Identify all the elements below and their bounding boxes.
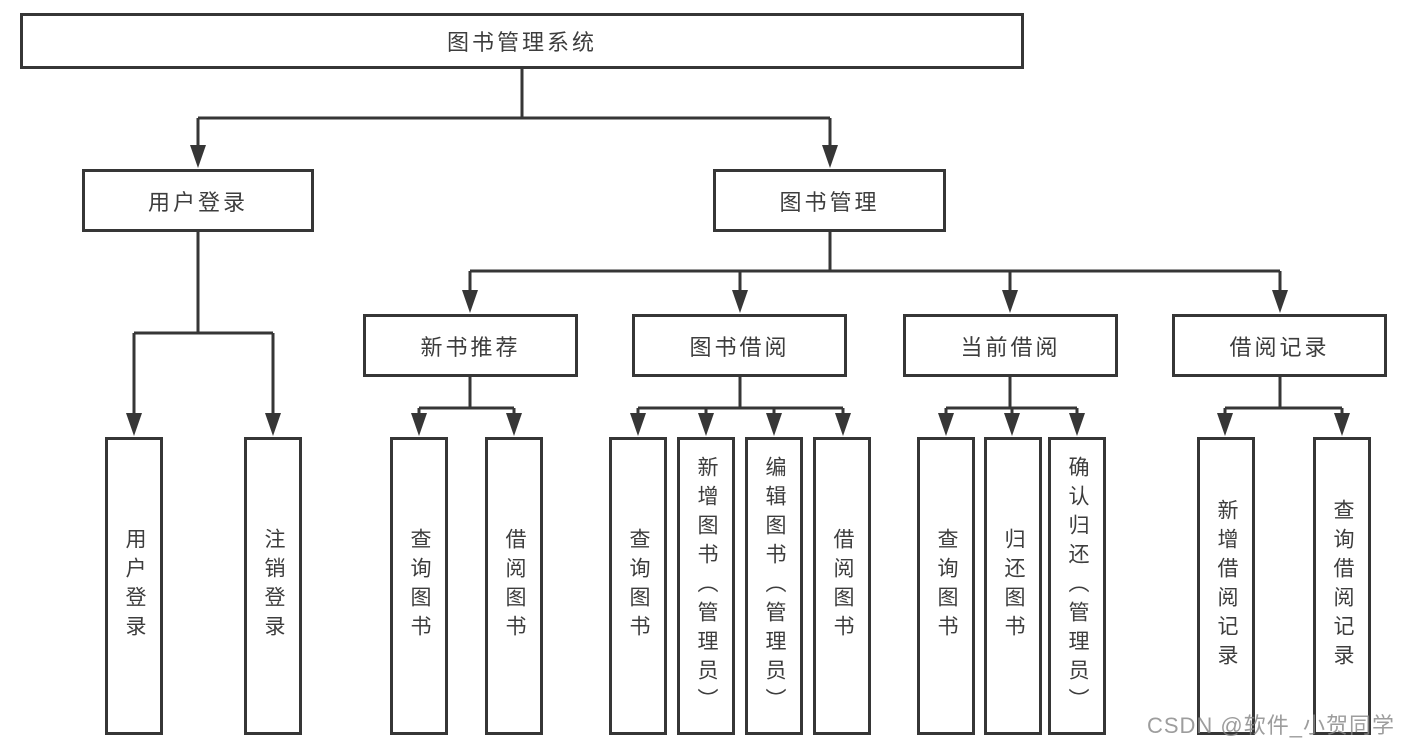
leaf-user-login: 用户登录 (105, 437, 163, 735)
node-book-management: 图书管理 (713, 169, 946, 232)
leaf-confirm-return-admin: 确认归还（管理员） (1048, 437, 1106, 735)
connector-paths (132, 69, 1344, 420)
leaf-borrow-books-2: 借阅图书 (813, 437, 871, 735)
leaf-edit-books-admin: 编辑图书（管理员） (745, 437, 803, 735)
node-borrowing-records: 借阅记录 (1172, 314, 1387, 377)
leaf-query-books-1: 查询图书 (390, 437, 448, 735)
leaf-logout: 注销登录 (244, 437, 302, 735)
node-new-book-recommendation: 新书推荐 (363, 314, 578, 377)
leaf-query-borrow-record: 查询借阅记录 (1313, 437, 1371, 735)
node-root-system: 图书管理系统 (20, 13, 1024, 69)
leaf-add-borrow-record: 新增借阅记录 (1197, 437, 1255, 735)
leaf-query-books-2: 查询图书 (609, 437, 667, 735)
csdn-watermark: CSDN @软件_小贺同学 (1146, 713, 1395, 738)
leaf-add-books-admin: 新增图书（管理员） (677, 437, 735, 735)
leaf-return-books: 归还图书 (984, 437, 1042, 735)
node-current-borrowing: 当前借阅 (903, 314, 1118, 377)
arrowheads (126, 145, 1350, 436)
leaf-query-books-3: 查询图书 (917, 437, 975, 735)
node-book-borrowing: 图书借阅 (632, 314, 847, 377)
node-user-login: 用户登录 (82, 169, 314, 232)
leaf-borrow-books-1: 借阅图书 (485, 437, 543, 735)
